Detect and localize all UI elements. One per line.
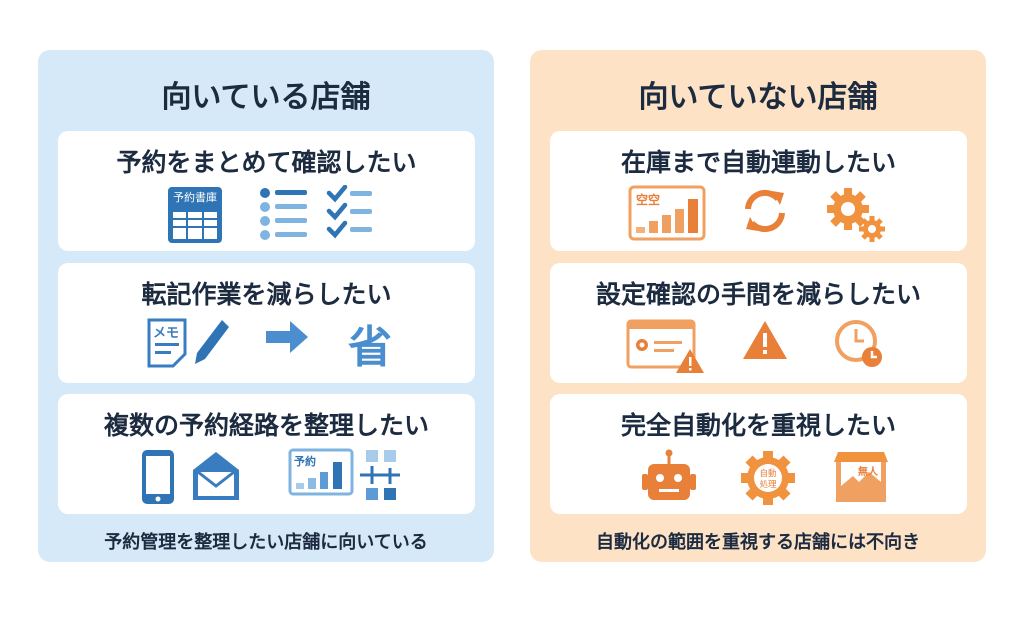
robot-icon <box>642 449 696 500</box>
save-label: 省 <box>348 322 392 371</box>
checklist-icon <box>326 185 372 239</box>
gears-icon <box>827 188 885 242</box>
reservation-ledger-icon: 予約書庫 <box>168 187 222 243</box>
gear-label-2: 処理 <box>759 479 777 490</box>
store-label: 無人 <box>858 465 879 478</box>
ledger-label: 予約書庫 <box>173 190 217 204</box>
flow-blocks-icon <box>360 450 400 500</box>
mail-icon <box>193 452 239 500</box>
unmanned-store-icon: 無人 <box>834 452 888 502</box>
arrow-right-icon <box>266 321 308 353</box>
unsuitable-stores-panel: 向いていない店舗 在庫まで自動連動したい 空空 設定確認の手間を減らしたい <box>530 50 986 562</box>
panel-title: 向いていない店舗 <box>638 80 878 115</box>
list-icon <box>260 188 307 240</box>
pencil-icon <box>195 320 229 364</box>
reservation-chart-icon: 予約 <box>288 448 354 496</box>
settings-window-warning-icon <box>626 319 704 373</box>
auto-gear-icon: 自動 処理 <box>741 451 795 505</box>
memo-label: メモ <box>153 326 179 341</box>
card-title: 転記作業を減らしたい <box>141 280 392 309</box>
panel-footer: 自動化の範囲を重視する店舗には不向き <box>596 532 920 553</box>
suitable-stores-panel: 向いている店舗 予約をまとめて確認したい 予約書庫 転記作業を減らしたい <box>38 50 494 562</box>
warning-icon <box>743 321 787 359</box>
card-reduce-settings-check: 設定確認の手間を減らしたい <box>550 263 967 383</box>
card-full-automation: 完全自動化を重視したい 自動 処理 無人 <box>550 394 967 514</box>
panel-footer: 予約管理を整理したい店舗に向いている <box>104 532 428 553</box>
card-title: 設定確認の手間を減らしたい <box>595 280 921 309</box>
chart-label: 空空 <box>636 192 660 207</box>
save-kanji-icon: 省 <box>348 322 392 371</box>
card-title: 予約をまとめて確認したい <box>116 148 417 177</box>
clock-icon <box>835 320 882 367</box>
card-title: 複数の予約経路を整理したい <box>103 411 429 440</box>
gear-label-1: 自動 <box>759 468 776 479</box>
panel-title: 向いている店舗 <box>161 80 371 115</box>
card-consolidate-reservations: 予約をまとめて確認したい 予約書庫 <box>58 131 475 251</box>
card-reduce-transcription: 転記作業を減らしたい メモ 省 <box>58 263 475 383</box>
memo-icon: メモ <box>147 318 187 368</box>
inventory-chart-icon: 空空 <box>628 185 706 241</box>
smartphone-icon <box>142 450 174 504</box>
card-title: 在庫まで自動連動したい <box>620 148 896 177</box>
sync-icon <box>745 189 785 233</box>
card-title: 完全自動化を重視したい <box>620 411 896 440</box>
chart-label: 予約 <box>294 454 316 468</box>
card-inventory-sync: 在庫まで自動連動したい 空空 <box>550 131 967 251</box>
card-organize-channels: 複数の予約経路を整理したい 予約 <box>58 394 475 514</box>
